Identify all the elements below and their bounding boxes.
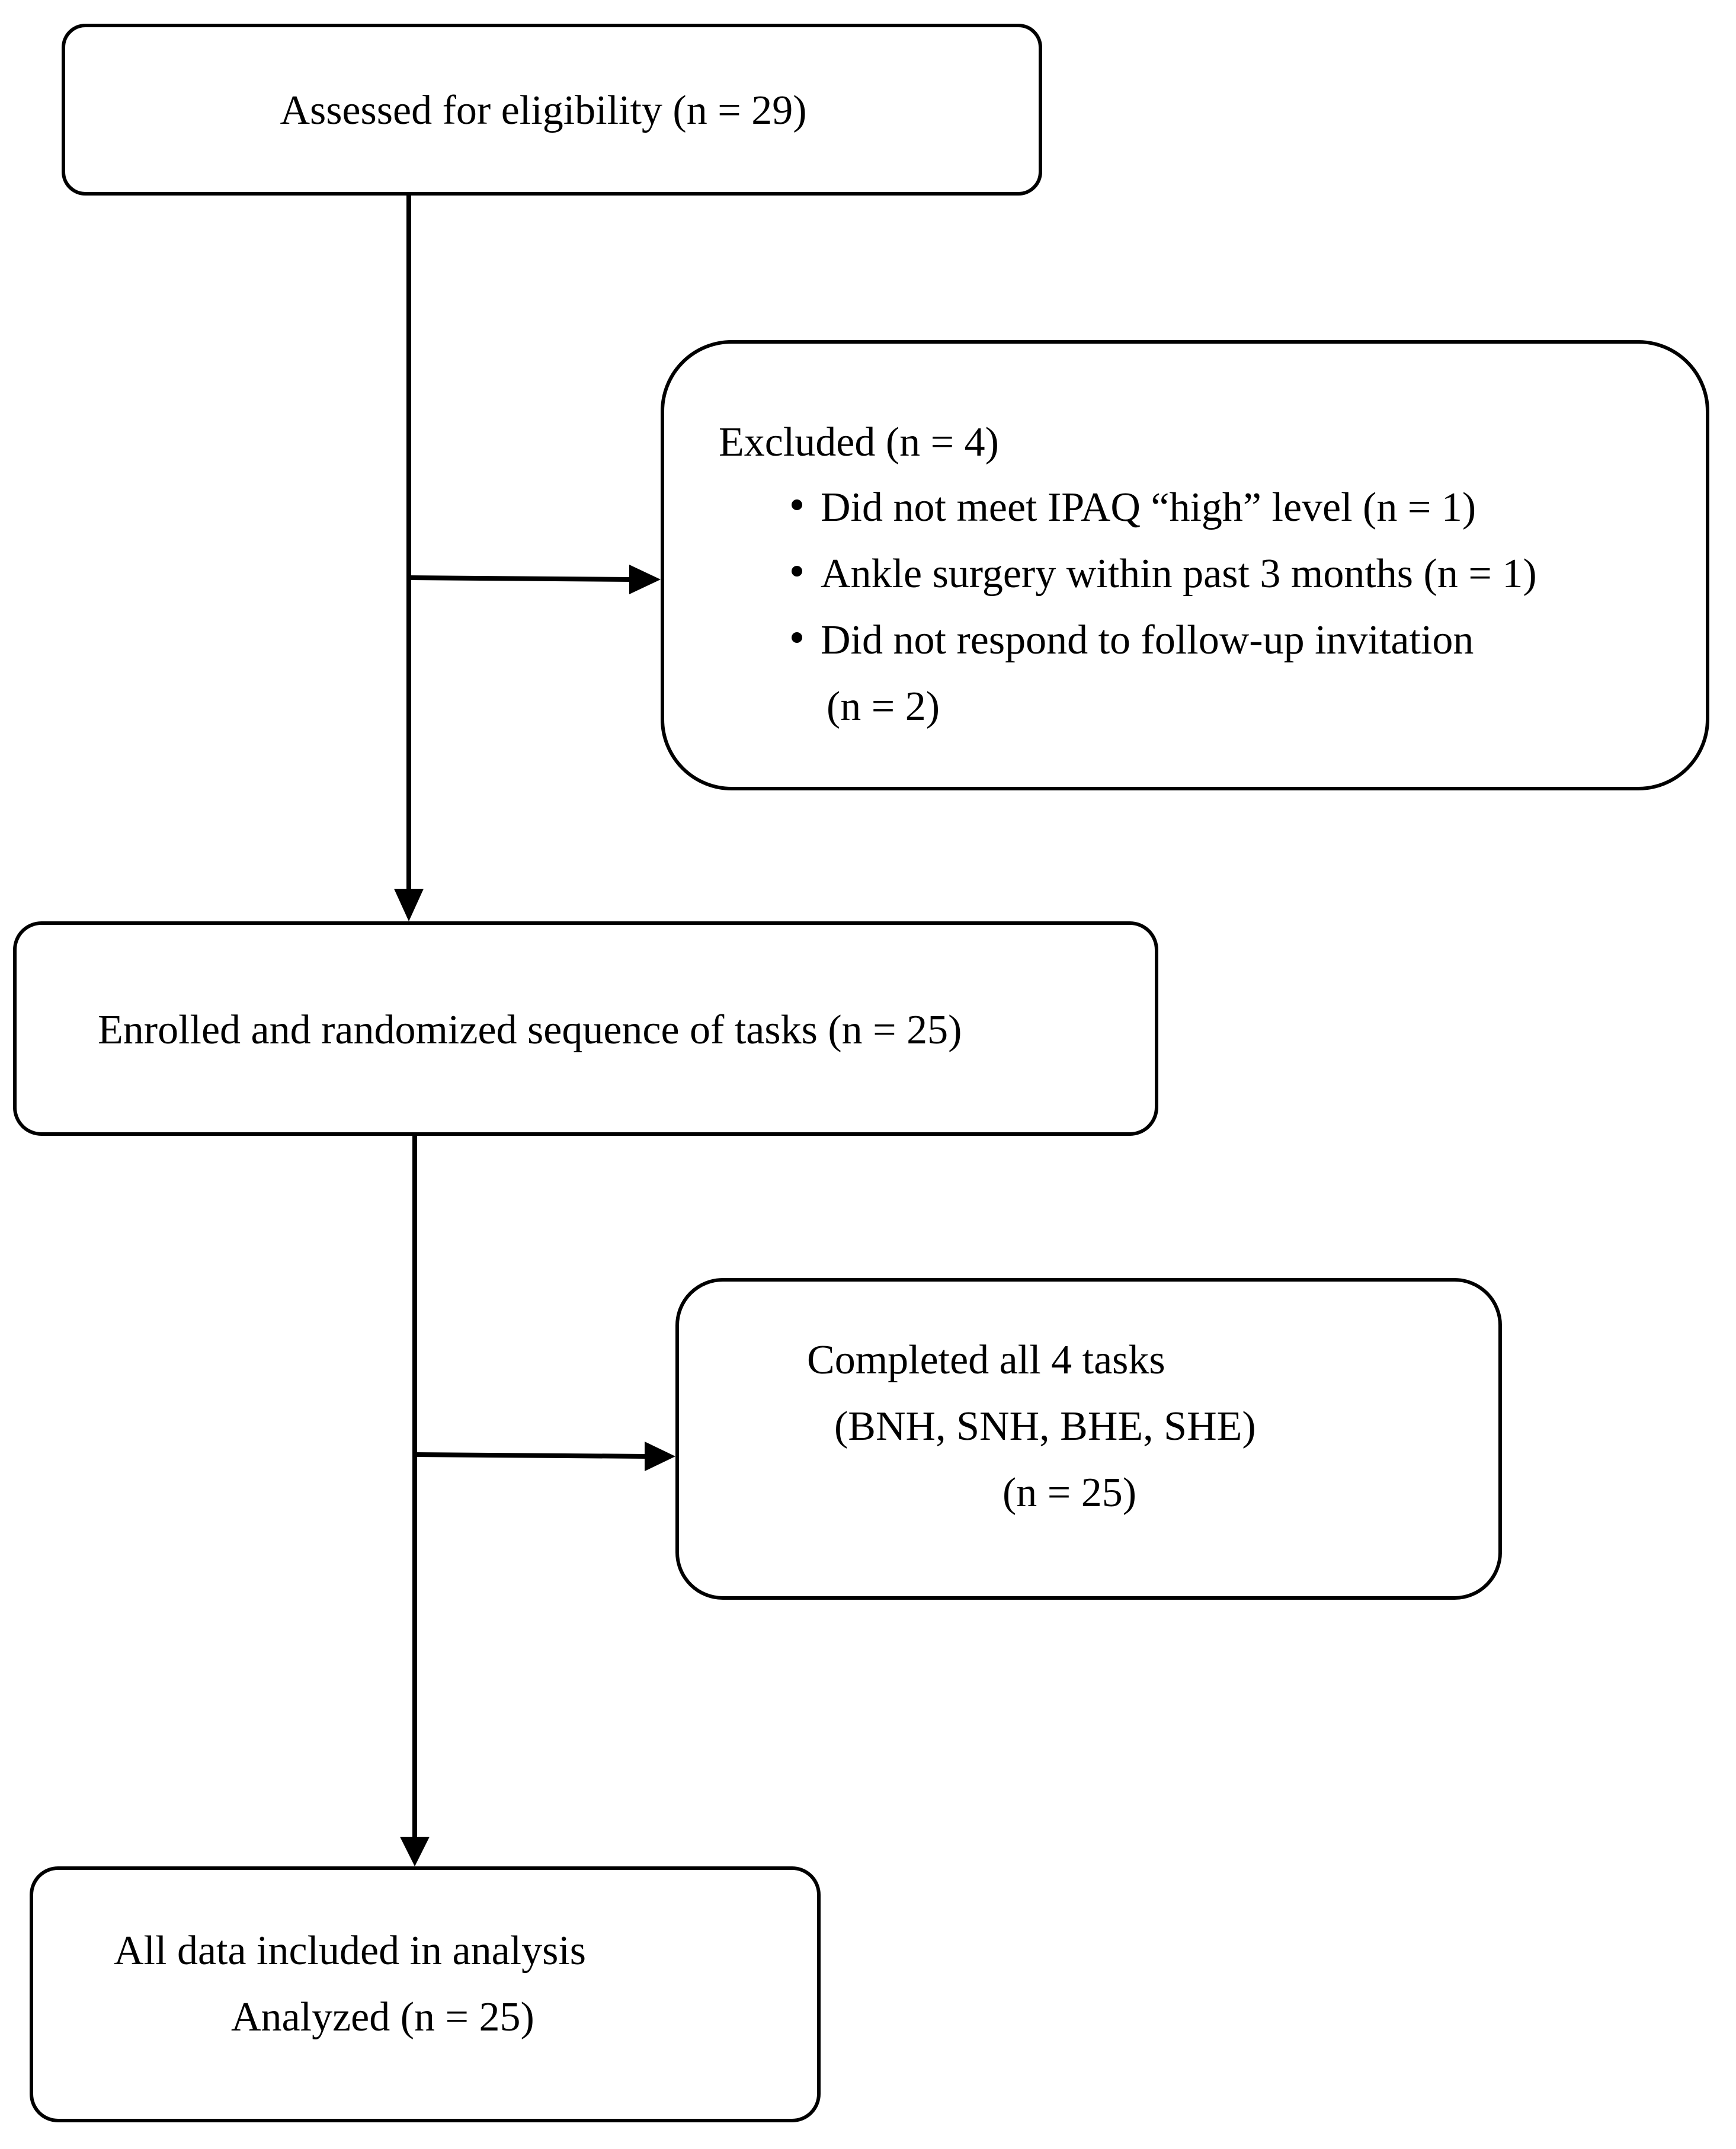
completed-line1: Completed all 4 tasks [807, 1337, 1165, 1383]
arrowhead-enrolled [394, 889, 424, 921]
arrowhead-completed [645, 1442, 675, 1471]
analyzed-box [30, 1866, 821, 2122]
completed-tasks: (BNH, SNH, BHE, SHE) [834, 1404, 1256, 1449]
excluded-box [661, 340, 1709, 790]
completed-count: (n = 25) [1002, 1470, 1137, 1516]
excluded-reason-surgery: Ankle surgery within past 3 months (n = … [821, 551, 1537, 597]
bullet-icon [792, 632, 802, 643]
assessed-label: Assessed for eligibility (n = 29) [280, 88, 807, 133]
excluded-reason-ipaq: Did not meet IPAQ “high” level (n = 1) [821, 485, 1476, 530]
excluded-reason-no-response: Did not respond to follow-up invitation [821, 617, 1474, 663]
enrolled-box [13, 921, 1158, 1136]
arrow-to-excluded [408, 575, 632, 582]
bullet-icon [792, 566, 802, 577]
arrowhead-excluded [629, 565, 661, 594]
arrowhead-analyzed [400, 1837, 430, 1866]
arrow-to-completed [414, 1452, 646, 1459]
assessed-box [62, 24, 1042, 196]
enrolled-label: Enrolled and randomized sequence of task… [98, 1007, 962, 1053]
excluded-reason-no-response-count: (n = 2) [827, 684, 940, 729]
analyzed-line1: All data included in analysis [114, 1928, 587, 1974]
analyzed-line2: Analyzed (n = 25) [231, 1994, 534, 2040]
excluded-title: Excluded (n = 4) [719, 419, 999, 465]
completed-box [675, 1278, 1502, 1600]
bullet-icon [792, 499, 802, 510]
